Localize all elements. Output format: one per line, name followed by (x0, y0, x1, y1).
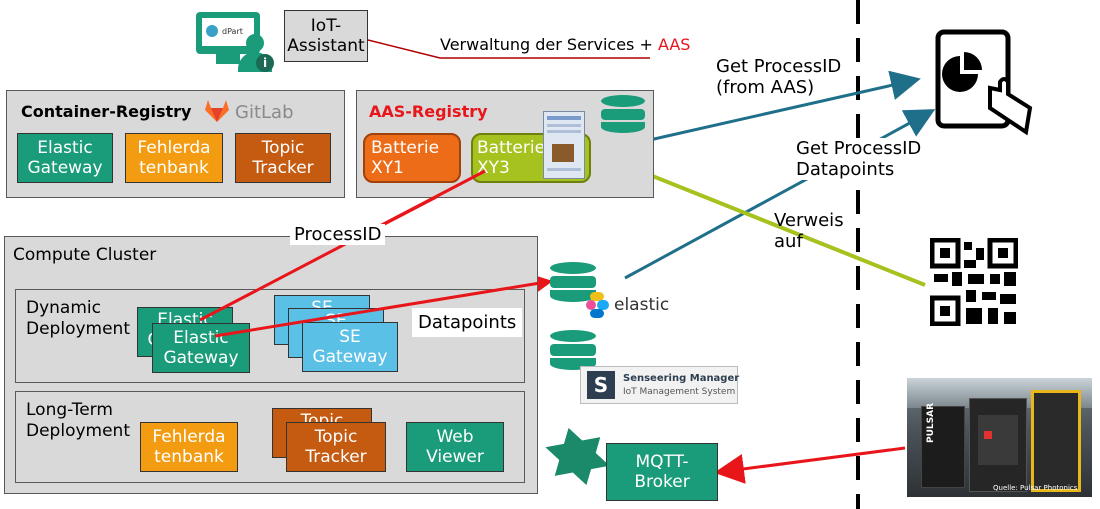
datapoints-label: Datapoints (412, 308, 523, 337)
senseering-logo-card: S Senseering Manager IoT Management Syst… (580, 366, 740, 404)
get-processid-aas-label: Get ProcessID (from AAS) (716, 56, 842, 98)
verweis-label: Verweis auf (774, 210, 844, 252)
line-get-processid-dp (624, 109, 936, 280)
senseering-database-icon (550, 330, 596, 372)
tablet-analytics-icon (930, 28, 1034, 136)
verwaltung-text: Verwaltung der Services + AAS (440, 35, 691, 54)
compute-cluster-title: Compute Cluster (13, 245, 157, 265)
verwaltung-aas: AAS (657, 35, 691, 54)
registry-fehlerdatenbank: Fehlerda tenbank (125, 133, 223, 183)
aas-document-preview (543, 111, 585, 179)
senseering-subtitle: IoT Management System (623, 387, 736, 397)
mqtt-broker-box: MQTT- Broker (606, 443, 718, 501)
user-icon: i (238, 34, 278, 74)
longterm-deployment-label: Long-Term Deployment (26, 400, 130, 441)
processid-label: ProcessID (290, 224, 386, 245)
container-registry-title: Container-Registry (21, 102, 192, 121)
gitlab-logo (203, 98, 231, 128)
iot-assistant-box: IoT- Assistant (284, 10, 368, 62)
machine-body-main (969, 398, 1027, 492)
qr-code-icon (929, 237, 1019, 327)
elastic-logo (586, 292, 612, 318)
monitor-stand (216, 54, 240, 64)
gitlab-label: GitLab (235, 102, 294, 123)
longterm-topic-tracker: Topic Tracker (286, 422, 386, 472)
line-mqtt-cluster (545, 427, 610, 486)
longterm-web-viewer: Web Viewer (406, 422, 504, 472)
machine-body-left: PULSAR (921, 402, 965, 488)
line-verweis (592, 148, 926, 287)
container-registry-panel: Container-Registry GitLab Elastic Gatewa… (6, 90, 345, 198)
monitor-icon: dPart (196, 12, 260, 54)
registry-topic-tracker: Topic Tracker (235, 133, 331, 183)
dpart-label: dPart (222, 27, 243, 36)
aas-registry-panel: AAS-Registry Batterie XY1 Batterie XY3 (356, 90, 654, 198)
dynamic-elastic-gateway-front: Elastic Gateway (152, 323, 250, 373)
dynamic-deployment-label: Dynamic Deployment (26, 298, 130, 339)
senseering-s-icon: S (587, 371, 615, 399)
aas-batterie-xy1: Batterie XY1 (363, 133, 461, 183)
photo-source: Quelle: Pulsar Photonics (993, 484, 1078, 492)
elastic-database-icon (550, 262, 596, 304)
get-processid-datapoints-label: Get ProcessID Datapoints (792, 138, 926, 180)
machine-yellow-frame (1031, 390, 1081, 492)
line-verwaltung (367, 39, 650, 59)
line-photo-mqtt (714, 446, 906, 484)
longterm-fehlerdatenbank: Fehlerda tenbank (140, 422, 238, 472)
aas-registry-title: AAS-Registry (369, 102, 488, 121)
registry-elastic-gateway: Elastic Gateway (17, 133, 113, 183)
pulsar-brand-text: PULSAR (926, 402, 936, 443)
elastic-label: elastic (614, 295, 670, 315)
dynamic-se-gateway: SE Gateway (302, 322, 398, 372)
senseering-title: Senseering Manager (623, 373, 740, 384)
aas-database-icon (601, 95, 645, 135)
pulsar-machine-photo: PULSAR Quelle: Pulsar Photonics (907, 378, 1092, 497)
